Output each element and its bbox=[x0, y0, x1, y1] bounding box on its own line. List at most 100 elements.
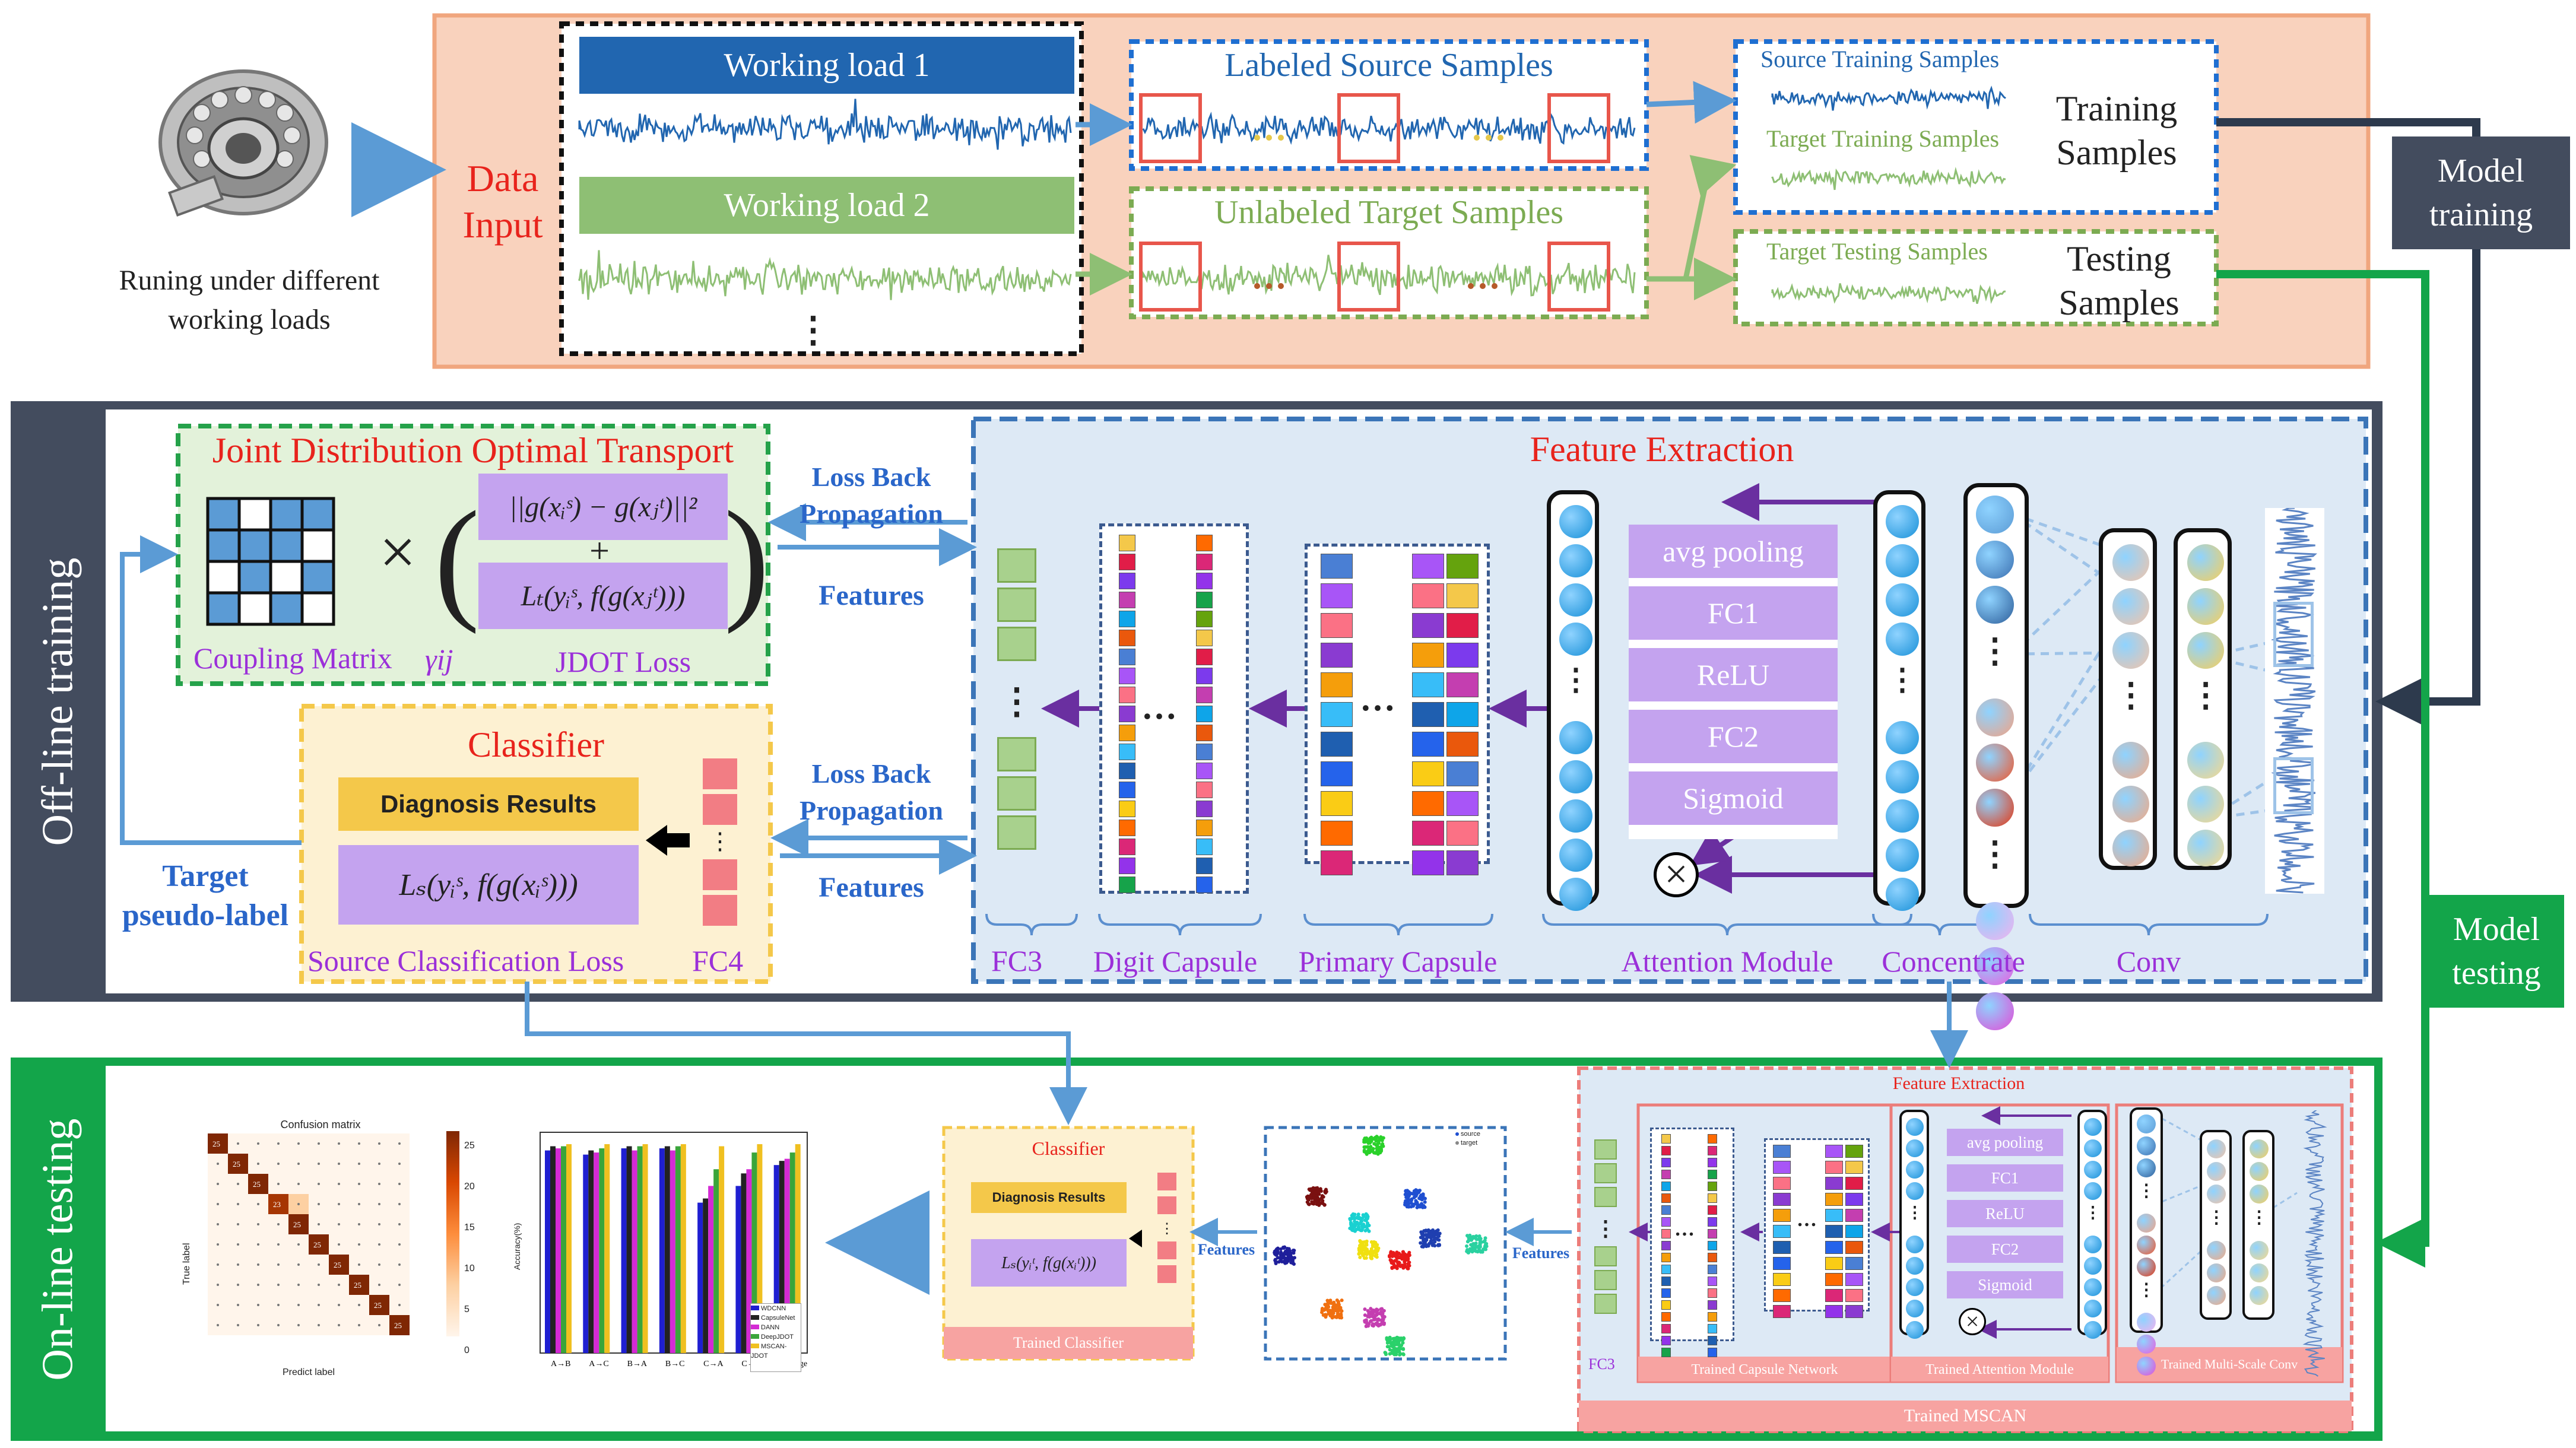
legend-capsulenet: CapsuleNet bbox=[751, 1313, 801, 1323]
model-training-box: Model training bbox=[2392, 136, 2570, 249]
colorbar-tick: 10 bbox=[464, 1263, 475, 1274]
mscan-sigmoid: Sigmoid bbox=[1947, 1271, 2063, 1298]
tsne-clusters bbox=[1273, 1135, 1489, 1357]
colorbar-tick: 5 bbox=[464, 1304, 469, 1314]
online-arrow-left-icon bbox=[1129, 1230, 1142, 1247]
concentrate-label: Concentrate bbox=[1882, 945, 2025, 978]
legend-deepjdot: DeepJDOT bbox=[751, 1332, 801, 1342]
conv-label: Conv bbox=[2116, 945, 2181, 978]
right-paren: ) bbox=[724, 483, 770, 634]
fc1-block: FC1 bbox=[1629, 586, 1838, 640]
jdot-title: Joint Distribution Optimal Transport bbox=[212, 430, 734, 470]
mscan-avg-pooling: avg pooling bbox=[1947, 1129, 2063, 1156]
loss-back-propagation-2: Loss Back Propagation bbox=[800, 758, 943, 825]
accuracy-bar-chart: A→BA→CB→AB→CC→AC→BAverage bbox=[540, 1132, 808, 1368]
sigmoid-block: Sigmoid bbox=[1629, 771, 1838, 825]
mscan-fc1: FC1 bbox=[1947, 1164, 2063, 1192]
coupling-matrix-label: Coupling Matrix bbox=[193, 641, 425, 682]
digit-capsule-label: Digit Capsule bbox=[1093, 945, 1258, 978]
digit-capsule-block: … bbox=[1099, 523, 1249, 894]
svg-text:25: 25 bbox=[293, 1220, 301, 1229]
working-load-2-header: Working load 2 bbox=[579, 177, 1074, 234]
attention-inner: avg pooling FC1 ReLU FC2 Sigmoid bbox=[1629, 525, 1838, 839]
svg-text:25: 25 bbox=[334, 1260, 341, 1269]
svg-text:A→C: A→C bbox=[589, 1360, 608, 1368]
labeled-source-label: Labeled Source Samples bbox=[1224, 47, 1553, 84]
mscan-relu: ReLU bbox=[1947, 1200, 2063, 1227]
jdot-formula-top: ||g(xᵢˢ) − g(xⱼᵗ)||² bbox=[478, 474, 728, 540]
coupling-matrix-grid bbox=[205, 496, 336, 627]
confusion-colorbar bbox=[446, 1131, 459, 1336]
unlabeled-target-label: Unlabeled Target Samples bbox=[1214, 194, 1564, 231]
conv-column-2: ⋮ bbox=[2174, 528, 2232, 870]
attention-input-capsule: ⋮ bbox=[1547, 490, 1599, 911]
multiply-icon: × bbox=[1654, 852, 1699, 897]
conv-window-2 bbox=[2273, 757, 2314, 814]
trained-mscan-footer: Trained MSCAN bbox=[1904, 1406, 2027, 1425]
left-paren: ( bbox=[434, 483, 480, 634]
mscan-concentrate: ⋮⋮ bbox=[2130, 1107, 2163, 1376]
mscan-attention-inner: avg pooling FC1 ReLU FC2 Sigmoid bbox=[1947, 1129, 2063, 1307]
mscan-fc3-label: FC3 bbox=[1588, 1355, 1615, 1373]
legend-dann: DANN bbox=[751, 1323, 801, 1332]
jdot-formula-bottom: Lₜ(yᵢˢ, f(g(xⱼᵗ))) bbox=[478, 563, 728, 629]
attention-output-capsule: ⋮ bbox=[1873, 490, 1925, 911]
bearing-caption: Runing under different working loads bbox=[119, 265, 380, 335]
svg-text:25: 25 bbox=[212, 1139, 220, 1148]
features-label-2: Features bbox=[819, 871, 924, 903]
concentrate-capsule: ⋮⋮ bbox=[1963, 483, 2029, 1030]
testing-samples-label: Testing Samples bbox=[2058, 239, 2180, 322]
colorbar-tick: 20 bbox=[464, 1182, 475, 1192]
times-sign: × bbox=[379, 515, 417, 588]
more-loads-ellipsis: ⋮ bbox=[795, 310, 831, 350]
signals bbox=[578, 85, 2327, 1377]
online-features-label-b: Features bbox=[1512, 1244, 1570, 1262]
online-fc4-cells: ⋮ bbox=[1157, 1173, 1176, 1315]
svg-text:B→A: B→A bbox=[627, 1360, 648, 1368]
coupling-matrix-text: Coupling Matrix bbox=[193, 642, 392, 675]
svg-text:B→C: B→C bbox=[665, 1360, 685, 1368]
working-load-1-header: Working load 1 bbox=[579, 37, 1074, 94]
classifier-box bbox=[299, 704, 773, 984]
fc3-column: ⋮ bbox=[997, 548, 1036, 875]
jdot-loss-label: JDOT Loss bbox=[555, 645, 691, 678]
svg-text:23: 23 bbox=[273, 1200, 281, 1209]
training-samples-label: Training Samples bbox=[2055, 89, 2178, 172]
online-features-label-a: Features bbox=[1197, 1241, 1255, 1258]
tsne-legend: source target bbox=[1455, 1130, 1503, 1149]
source-classification-loss-label: Source Classification Loss bbox=[307, 944, 624, 977]
labeled-source-box bbox=[1129, 39, 1649, 171]
svg-text:25: 25 bbox=[374, 1301, 382, 1310]
data-input-title: Data Input bbox=[462, 157, 543, 246]
arrow-left-icon bbox=[646, 825, 667, 856]
colorbar-tick: 15 bbox=[464, 1222, 475, 1233]
sample-windows bbox=[1139, 93, 1610, 312]
trained-capsule-network-label: Trained Capsule Network bbox=[1691, 1361, 1838, 1377]
relu-block: ReLU bbox=[1629, 648, 1838, 701]
svg-text:25: 25 bbox=[354, 1281, 361, 1290]
model-testing-box: Model testing bbox=[2429, 895, 2564, 1008]
legend-wdcnn: WDCNN bbox=[751, 1304, 801, 1313]
svg-text:25: 25 bbox=[394, 1321, 402, 1330]
mscan-fc3-column: ⋮ bbox=[1594, 1139, 1617, 1329]
svg-text:25: 25 bbox=[313, 1240, 321, 1249]
avg-pooling-block: avg pooling bbox=[1629, 525, 1838, 578]
svg-text:A→B: A→B bbox=[551, 1360, 570, 1368]
arrow-left-icon-stem bbox=[666, 833, 690, 847]
mscan-digit-capsule: … bbox=[1650, 1128, 1734, 1357]
diagnosis-results-box: Diagnosis Results bbox=[338, 777, 639, 831]
classifier-formula: Lₛ(yᵢˢ, f(g(xᵢˢ))) bbox=[338, 845, 639, 925]
mscan-multiply-icon: × bbox=[1959, 1308, 1986, 1335]
trained-multiscale-conv-label: Trained Multi-Scale Conv bbox=[2161, 1357, 2298, 1371]
fc4-cells: ⋮ bbox=[703, 758, 737, 931]
features-label-1: Features bbox=[819, 579, 924, 611]
conv-window-1 bbox=[2273, 602, 2314, 667]
colorbar-tick: 0 bbox=[464, 1345, 469, 1355]
conv-column-1: ⋮ bbox=[2099, 528, 2157, 870]
unlabeled-target-box bbox=[1129, 186, 1649, 319]
target-training-label: Target Training Samples bbox=[1766, 125, 2000, 152]
predict-label-axis: Predict label bbox=[282, 1367, 335, 1377]
primary-capsule-label: Primary Capsule bbox=[1298, 945, 1498, 978]
colorbar-tick: 25 bbox=[464, 1141, 475, 1151]
colorbar-ticks: 25 20 15 10 5 0 bbox=[464, 1125, 488, 1355]
